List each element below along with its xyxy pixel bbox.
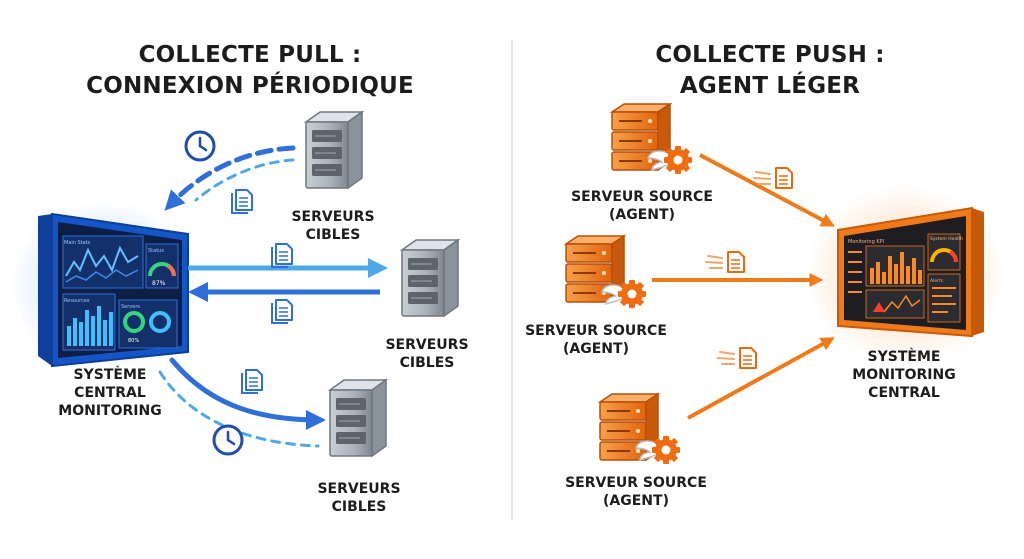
central-monitor-blue <box>10 200 200 370</box>
speed-lines <box>753 171 771 185</box>
screen-bar-chart <box>62 293 116 351</box>
screen-header-label: Monitoring KPI <box>848 239 884 245</box>
pull-target-label-middle-line2: CIBLES <box>399 355 455 371</box>
screen-ring-panel <box>118 299 178 349</box>
push-source-label-middle-line2: (AGENT) <box>563 341 629 357</box>
speed-lines <box>705 255 723 269</box>
screen-gauge-value: 87% <box>152 280 166 287</box>
push-source-label-top: SERVEUR SOURCE (AGENT) <box>562 188 722 224</box>
screen-line-chart <box>865 289 925 319</box>
pull-target-label-bottom: SERVEURS CIBLES <box>304 480 414 516</box>
push-central-label-line1: SYSTÈME <box>867 349 941 365</box>
clock-icon <box>184 130 216 162</box>
screen-health-label: System Health <box>930 236 963 242</box>
server-icon <box>401 239 459 317</box>
document-icon <box>727 251 745 273</box>
push-arrow-bottom <box>687 337 835 420</box>
pull-target-label-top-line1: SERVEURS <box>291 209 375 225</box>
push-source-label-bottom: SERVEUR SOURCE (AGENT) <box>556 474 716 510</box>
screen-bar-chart <box>865 245 925 287</box>
pull-arrow-bottom <box>169 357 326 430</box>
pull-central-label-line1: SYSTÈME <box>73 367 147 383</box>
pull-arrow-bottom-dashed <box>158 370 320 448</box>
push-central-label-line3: CENTRAL <box>868 385 940 401</box>
screen-line-chart <box>62 235 144 289</box>
pull-central-label: SYSTÈME CENTRAL MONITORING <box>40 366 180 420</box>
push-central-label-line2: MONITORING <box>852 367 956 383</box>
pull-title-line2: CONNEXION PÉRIODIQUE <box>86 73 414 99</box>
document-icon <box>739 347 757 369</box>
pull-title-line1: COLLECTE PULL : <box>138 42 362 68</box>
push-source-label-top-line1: SERVEUR SOURCE <box>571 189 713 205</box>
push-source-label-bottom-line1: SERVEUR SOURCE <box>565 475 707 491</box>
screen-top-panel-label: Main Stats <box>64 240 91 246</box>
push-source-label-top-line2: (AGENT) <box>609 207 675 223</box>
push-source-label-bottom-line2: (AGENT) <box>603 493 669 509</box>
pull-target-label-bottom-line1: SERVEURS <box>317 481 401 497</box>
document-icon <box>271 299 293 324</box>
screen-gauge <box>927 233 961 271</box>
screen-side-list <box>848 251 862 293</box>
pull-arrow-top <box>164 145 296 211</box>
pull-target-label-top: SERVEURS CIBLES <box>278 208 388 244</box>
pull-arrow-top-dashed <box>194 158 295 202</box>
document-icon <box>241 369 263 394</box>
push-title: COLLECTE PUSH : AGENT LÉGER <box>560 40 980 102</box>
screen-alert-list <box>927 273 961 323</box>
server-icon <box>305 111 363 189</box>
document-icon <box>271 243 293 268</box>
server-icon <box>329 379 387 457</box>
push-title-line2: AGENT LÉGER <box>679 73 861 99</box>
screen-status-label: Status <box>148 248 164 254</box>
pull-target-label-middle: SERVEURS CIBLES <box>372 336 482 372</box>
screen-resources-label: Resources <box>64 298 90 304</box>
pull-title: COLLECTE PULL : CONNEXION PÉRIODIQUE <box>40 40 460 102</box>
pull-target-label-middle-line1: SERVEURS <box>385 337 469 353</box>
push-source-label-middle-line1: SERVEUR SOURCE <box>525 323 667 339</box>
push-arrow-top <box>699 153 835 227</box>
push-source-label-middle: SERVEUR SOURCE (AGENT) <box>516 322 676 358</box>
screen-gauge <box>145 243 179 289</box>
pull-target-label-bottom-line2: CIBLES <box>331 499 387 515</box>
screen-alerts-label: Alerts <box>930 278 944 284</box>
speed-lines <box>717 351 735 365</box>
clock-icon <box>212 424 244 456</box>
pull-target-label-top-line2: CIBLES <box>305 227 361 243</box>
document-icon <box>775 167 793 189</box>
pull-central-label-line3: MONITORING <box>58 403 162 419</box>
warning-icon <box>873 302 885 312</box>
push-title-line1: COLLECTE PUSH : <box>655 42 885 68</box>
screen-servers-label: Servers <box>121 304 140 310</box>
push-central-label: SYSTÈME MONITORING CENTRAL <box>834 348 974 402</box>
pull-central-label-line2: CENTRAL <box>74 385 146 401</box>
document-icon <box>231 189 253 214</box>
central-monitor-orange <box>805 185 1005 365</box>
screen-ring-value: 80% <box>128 338 139 344</box>
